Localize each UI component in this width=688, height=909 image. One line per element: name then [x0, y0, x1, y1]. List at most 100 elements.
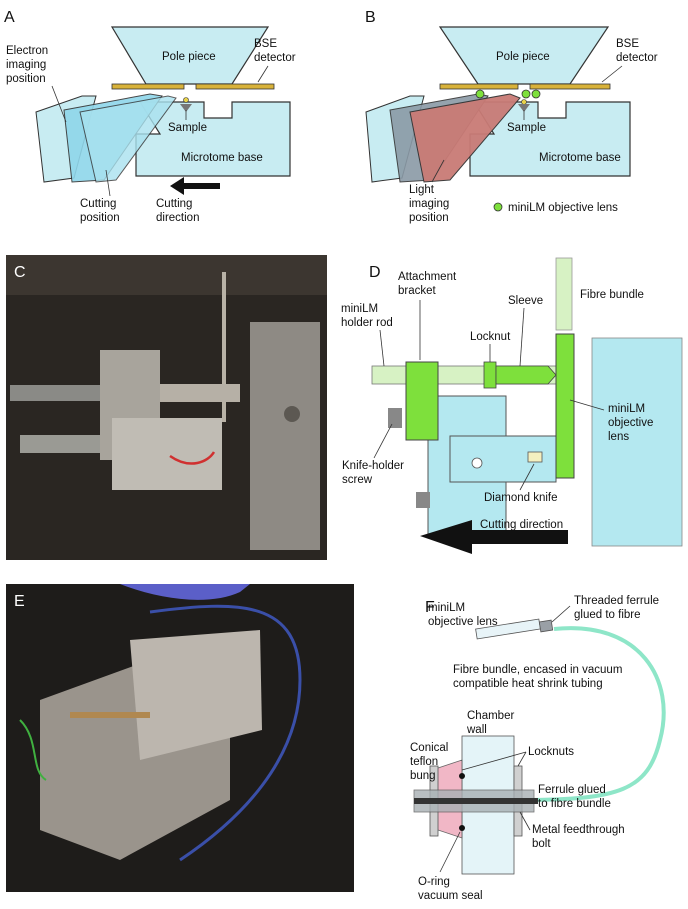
- sample-holder: [518, 104, 530, 112]
- holder-leader: [379, 329, 385, 367]
- diamond-knife-leader: [519, 463, 535, 491]
- fibre-bundle: [521, 626, 666, 802]
- sample-holder: [180, 104, 192, 112]
- attach-label-1: Attachment: [398, 271, 457, 283]
- bse-label-2: detector: [254, 52, 296, 64]
- bse-detector-right: [195, 83, 275, 90]
- panel-e: E: [6, 584, 354, 892]
- threaded-leader: [551, 605, 571, 623]
- bse-leader: [601, 65, 623, 83]
- objective-label-2: objective: [608, 417, 653, 429]
- knife-holder-label-2: screw: [342, 474, 373, 486]
- fibre-bundle-label: Fibre bundle: [580, 289, 644, 301]
- chamber-block: [591, 337, 683, 547]
- minilm-lens-3: [531, 89, 541, 99]
- photo-c-top: [6, 255, 327, 295]
- threaded-label-1: Threaded ferrule: [574, 595, 659, 607]
- cutting-pos-label-2: position: [80, 212, 120, 224]
- electron-leader: [51, 85, 67, 123]
- light-label-3: position: [409, 212, 449, 224]
- bse-label-1: BSE: [254, 38, 277, 50]
- sample-dot: [521, 99, 527, 105]
- cutting-direction-arrow: [170, 177, 220, 195]
- ferrule-label-1: Ferrule glued: [538, 784, 606, 796]
- conical-label-2: teflon: [410, 756, 438, 768]
- photo-e-green-wire: [19, 719, 47, 781]
- bundle-label-1: Fibre bundle, encased in vacuum: [453, 664, 622, 676]
- sample-label: Sample: [507, 122, 546, 134]
- diamond-knife-label: Diamond knife: [484, 492, 558, 504]
- legend-minilm-label: miniLM objective lens: [508, 202, 618, 214]
- microtome-base-label: Microtome base: [181, 152, 263, 164]
- chamber-label-2: wall: [466, 724, 487, 736]
- holder-label-1: miniLM: [341, 303, 378, 315]
- cutting-direction-arrow: [420, 520, 568, 554]
- pole-piece-label: Pole piece: [162, 51, 216, 63]
- photo-c-red-wire: [169, 451, 216, 465]
- panel-c: C: [6, 255, 327, 560]
- fibre-core: [414, 798, 538, 804]
- diamond-knife-tip: [527, 451, 543, 463]
- panel-f: F miniLM objective lens Threaded ferrule…: [410, 595, 666, 902]
- conical-label-1: Conical: [410, 742, 448, 754]
- locknuts-label: Locknuts: [528, 746, 574, 758]
- electron-label-1: Electron: [6, 45, 48, 57]
- objective-lens: [555, 333, 575, 479]
- minilm-lens-1: [475, 89, 485, 99]
- attach-label-2: bracket: [398, 285, 437, 297]
- panel-b: B Pole piece BSE detector Microtome base…: [365, 9, 658, 224]
- panel-a: A Pole piece BSE detector Microtome base…: [4, 9, 296, 224]
- objective-leader: [569, 399, 605, 411]
- cutting-knife-front: [79, 95, 177, 183]
- objective-label-3: lens: [608, 431, 629, 443]
- light-label-2: imaging: [409, 198, 449, 210]
- panel-c-letter: C: [14, 264, 26, 281]
- feedthrough-leader: [519, 811, 531, 831]
- photo-c-fibre: [222, 272, 226, 422]
- bse-label-1: BSE: [616, 38, 639, 50]
- photo-c-side-plate: [250, 322, 320, 550]
- sample-dot: [183, 97, 189, 103]
- fibre-bundle: [555, 257, 573, 331]
- light-label-1: Light: [409, 184, 435, 196]
- bse-label-2: detector: [616, 52, 658, 64]
- light-leader: [431, 159, 445, 183]
- locknut-label: Locknut: [470, 331, 511, 343]
- sleeve-leader: [519, 307, 525, 367]
- light-imaging-knife: [409, 93, 521, 183]
- panel-a-letter: A: [4, 9, 15, 26]
- oring-label-1: O-ring: [418, 876, 450, 888]
- bse-detector-left: [111, 83, 185, 90]
- cutting-dir-label-1: Cutting: [156, 198, 192, 210]
- photo-c-block: [112, 418, 222, 490]
- cutting-dir-label-2: direction: [156, 212, 199, 224]
- ferrule-label-2: to fibre bundle: [538, 798, 611, 810]
- sleeve: [495, 365, 557, 385]
- knife-mount-hole: [471, 457, 483, 469]
- o-ring-bottom: [459, 825, 465, 831]
- photo-e-glove: [120, 584, 250, 600]
- locknuts-leader-1: [461, 751, 527, 771]
- electron-label-3: position: [6, 73, 46, 85]
- photo-e-fibre: [149, 604, 302, 862]
- panel-f-letter: F: [425, 599, 435, 616]
- knife-holder-screw-lower: [416, 492, 430, 508]
- cutting-pos-leader: [105, 169, 111, 197]
- panel-e-letter: E: [14, 593, 25, 610]
- threaded-label-2: glued to fibre: [574, 609, 641, 621]
- feedthrough-label-1: Metal feedthrough: [532, 824, 625, 836]
- sleeve-label: Sleeve: [508, 295, 543, 307]
- sample-label: Sample: [168, 122, 207, 134]
- cutting-direction-label: Cutting direction: [480, 519, 563, 531]
- photo-c-screw: [284, 406, 300, 422]
- bundle-label-2: compatible heat shrink tubing: [453, 678, 603, 690]
- electron-label-2: imaging: [6, 59, 46, 71]
- feedthrough-label-2: bolt: [532, 838, 551, 850]
- holder-label-2: holder rod: [341, 317, 393, 329]
- locknut: [483, 361, 497, 389]
- objective-label-1: miniLM: [608, 403, 645, 415]
- panel-d-letter: D: [369, 264, 381, 281]
- conical-label-3: bung: [410, 770, 436, 782]
- minilm-label-2: objective lens: [428, 616, 498, 628]
- knife-holder-screw: [388, 408, 402, 428]
